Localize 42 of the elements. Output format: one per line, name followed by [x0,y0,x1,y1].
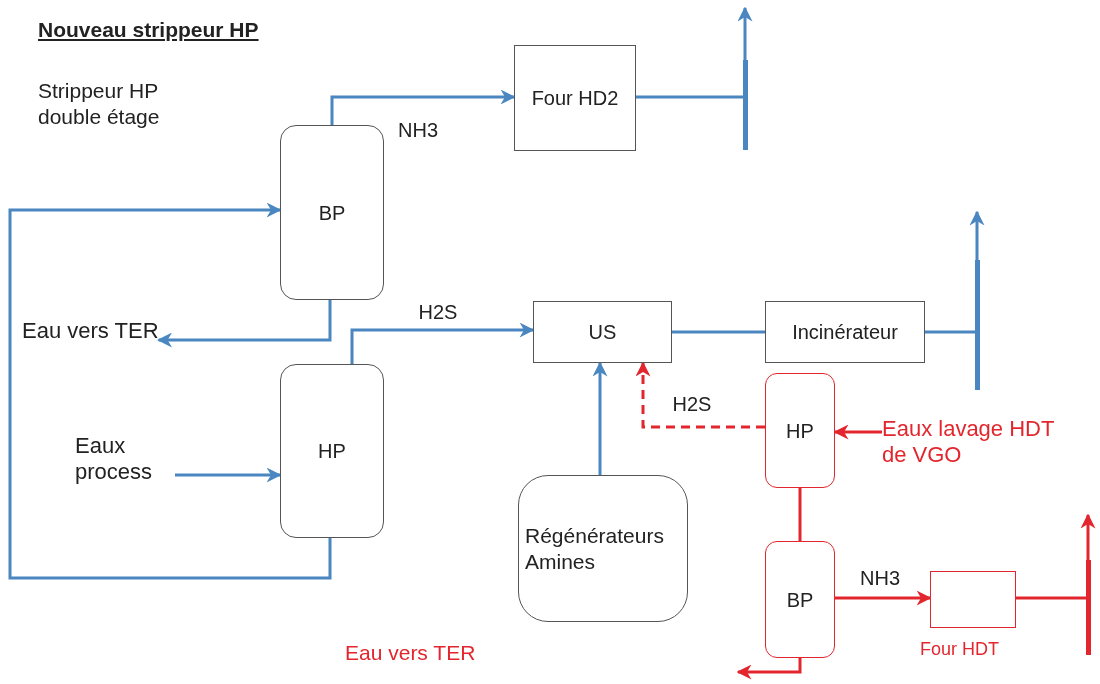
diagram-title: Nouveau strippeur HP [38,18,259,42]
node-label: Régénérateurs Amines [525,523,665,574]
furnace-box [930,571,1016,628]
flow-arrow [737,6,753,60]
flow-arrow [835,590,932,606]
node-label: Eaux process [75,433,154,486]
note-text: Eau vers TER [345,640,477,666]
node-label: Four HD2 [531,86,619,110]
flow-arrow [330,89,516,125]
process-box [518,475,688,622]
flow-arrow [592,361,608,475]
flow-arrow [350,322,535,364]
flow-arrow [736,658,802,680]
stripper-column [280,125,384,300]
node-label: Eau vers TER [22,318,159,345]
stripper-column [765,541,835,658]
flow-arrow [833,424,882,440]
flow-line [672,330,765,334]
process-box [533,301,672,363]
node-label: HP [318,439,346,463]
stripper-column [280,364,384,538]
flow-arrow [635,361,765,429]
furnace-label: Four HDT [920,638,999,661]
process-box [765,301,925,363]
stripper-column [765,373,835,488]
flow-arrow [1080,513,1096,560]
node-label: BP [786,587,814,612]
flow-line [636,95,743,99]
node-label: HP [786,418,814,443]
process-box [514,45,636,151]
note-text: Strippeur HP double étage [38,78,161,131]
node-label: Incinérateur [792,320,898,344]
flow-arrow [969,210,985,260]
flow-line [925,330,975,334]
node-label: Eaux lavage HDT de VGO [882,416,1054,469]
flow-arrow [157,300,332,348]
flow-arrow [175,467,282,483]
flow-line [798,488,802,541]
flow-arrow [8,202,332,580]
node-label: US [588,320,617,344]
flow-line [1016,596,1086,600]
node-label: BP [318,200,346,225]
